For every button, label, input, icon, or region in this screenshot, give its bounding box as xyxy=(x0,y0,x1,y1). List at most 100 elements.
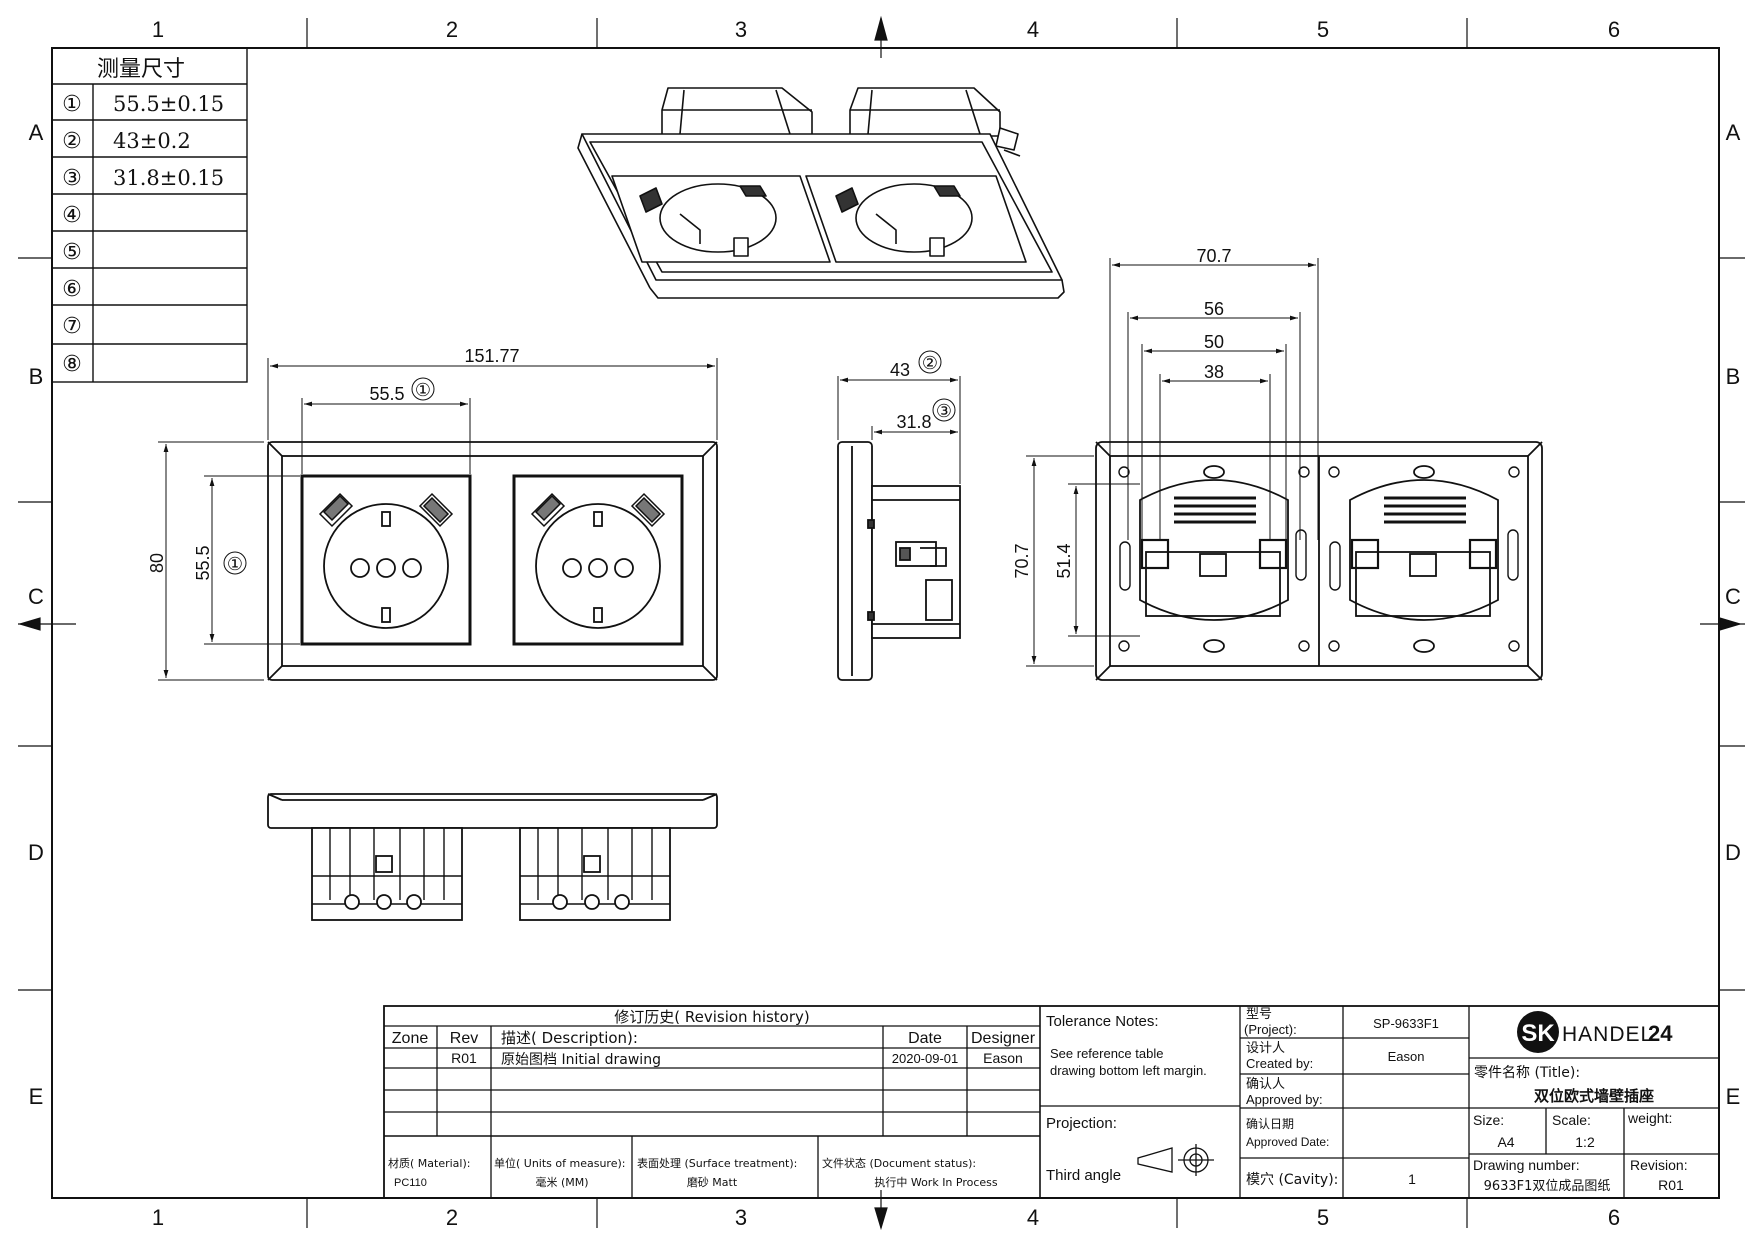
col-label: 5 xyxy=(1317,17,1329,42)
part-title-value: 双位欧式墙壁插座 xyxy=(1534,1087,1654,1105)
front-view xyxy=(267,441,718,681)
dim-label: 51.4 xyxy=(1054,543,1074,578)
dim-label: 50 xyxy=(1204,332,1224,352)
rev-header-rev: Rev xyxy=(450,1030,478,1047)
tolerance-notes: Tolerance Notes: See reference table dra… xyxy=(1046,1013,1207,1078)
col-label: 3 xyxy=(735,1205,747,1230)
tolerance-label: Tolerance Notes: xyxy=(1046,1013,1159,1030)
measure-num: ② xyxy=(62,129,82,154)
row-label: D xyxy=(1725,840,1741,865)
col-label: 2 xyxy=(446,1205,458,1230)
third-angle-icon xyxy=(1137,1144,1214,1176)
projection: Projection: Third angle xyxy=(1046,1115,1214,1184)
material-value: PC110 xyxy=(394,1177,427,1189)
tolerance-line2: drawing bottom left margin. xyxy=(1050,1063,1207,1078)
project-label-en: (Project): xyxy=(1244,1022,1297,1037)
front-view-dimensions xyxy=(158,358,718,681)
weight-label: weight: xyxy=(1627,1110,1672,1126)
bottom-view xyxy=(267,793,718,921)
col-label: 6 xyxy=(1608,1205,1620,1230)
measure-value: 55.5±0.15 xyxy=(113,92,224,116)
side-view-dim-text: 43 ② 31.8 ③ xyxy=(890,353,952,432)
scale-label: Scale: xyxy=(1552,1112,1591,1128)
row-label: E xyxy=(29,1084,44,1109)
tolerance-line1: See reference table xyxy=(1050,1046,1163,1061)
approved-label: 确认人 xyxy=(1246,1077,1285,1092)
zone-ticks xyxy=(17,15,1745,1231)
row-label: A xyxy=(29,120,44,145)
cavity-label: 模穴 (Cavity): xyxy=(1246,1172,1338,1188)
dim-label: 55.5 xyxy=(369,384,404,404)
row-label: D xyxy=(28,840,44,865)
projection-label: Projection: xyxy=(1046,1115,1117,1132)
dim-label: 56 xyxy=(1204,299,1224,319)
revision-value: R01 xyxy=(1658,1177,1684,1193)
surface-label: 表面处理 (Surface treatment): xyxy=(637,1156,797,1170)
isometric-view xyxy=(577,87,1065,299)
created-label: 设计人 xyxy=(1246,1041,1285,1056)
logo-text: HANDEL xyxy=(1562,1023,1653,1046)
ref-marker: ② xyxy=(922,353,938,374)
rev-row-designer: Eason xyxy=(983,1050,1023,1066)
size-value: A4 xyxy=(1497,1134,1514,1150)
dim-label: 43 xyxy=(890,360,910,380)
zone-labels: 1 2 3 4 5 6 1 2 3 4 5 6 A B C D E A B C … xyxy=(28,17,1741,1230)
measure-num: ⑧ xyxy=(62,352,82,377)
back-view-dimensions xyxy=(1026,258,1319,667)
dim-label: 151.77 xyxy=(464,346,519,366)
measure-value: 31.8±0.15 xyxy=(113,166,224,190)
rev-header-designer: Designer xyxy=(971,1030,1036,1047)
front-view-dim-text: 151.77 55.5 ① 80 55.5 ① xyxy=(147,346,520,581)
status-value: 执行中 Work In Process xyxy=(874,1175,998,1189)
footer-fields: 材质( Material): PC110 单位( Units of measur… xyxy=(388,1156,998,1189)
created-value: Eason xyxy=(1388,1049,1425,1064)
col-label: 5 xyxy=(1317,1205,1329,1230)
part-title-label: 零件名称 (Title): xyxy=(1474,1065,1580,1081)
project-label: 型号 xyxy=(1246,1007,1272,1022)
col-label: 4 xyxy=(1027,17,1039,42)
measure-value: 43±0.2 xyxy=(113,129,191,153)
ref-marker: ③ xyxy=(936,401,952,422)
rev-row-rev: R01 xyxy=(451,1050,477,1066)
dim-label: 55.5 xyxy=(193,545,213,580)
title-block: SK HANDEL 24 零件名称 (Title): 双位欧式墙壁插座 Size… xyxy=(1473,1011,1688,1194)
measure-num: ⑦ xyxy=(62,314,82,339)
rev-header-zone: Zone xyxy=(392,1030,429,1047)
rev-row-desc: 原始图档 Initial drawing xyxy=(501,1052,661,1068)
date-label-en: Approved Date: xyxy=(1246,1135,1329,1149)
revision-label: Revision: xyxy=(1630,1157,1688,1173)
logo-mark: SK xyxy=(1521,1020,1555,1047)
ref-marker: ① xyxy=(227,554,243,575)
measure-num: ⑥ xyxy=(62,277,82,302)
rev-header-desc: 描述( Description): xyxy=(501,1029,638,1047)
col-label: 2 xyxy=(446,17,458,42)
measure-num: ④ xyxy=(62,203,82,228)
title-block-lines xyxy=(383,1005,1720,1199)
row-label: B xyxy=(29,364,44,389)
company-logo: SK HANDEL 24 xyxy=(1517,1011,1673,1053)
size-label: Size: xyxy=(1473,1112,1504,1128)
back-view xyxy=(1095,441,1543,681)
col-label: 3 xyxy=(735,17,747,42)
units-label: 单位( Units of measure): xyxy=(494,1156,625,1170)
row-label: A xyxy=(1726,120,1741,145)
revision-title: 修订历史( Revision history) xyxy=(614,1008,810,1026)
measure-num: ① xyxy=(62,92,82,117)
measurement-table-title: 测量尺寸 xyxy=(97,57,185,82)
measurement-table: 测量尺寸 ① ② ③ ④ ⑤ ⑥ ⑦ ⑧ 55.5±0.15 43±0.2 31… xyxy=(51,47,248,383)
row-label: C xyxy=(28,584,44,609)
cavity-value: 1 xyxy=(1408,1171,1416,1187)
dim-label: 70.7 xyxy=(1196,246,1231,266)
back-view-dim-text: 70.7 56 50 38 70.7 51.4 xyxy=(1012,246,1232,579)
dim-label: 31.8 xyxy=(896,412,931,432)
dim-label: 70.7 xyxy=(1012,543,1032,578)
projection-value: Third angle xyxy=(1046,1167,1121,1184)
project-value: SP-9633F1 xyxy=(1373,1016,1439,1031)
surface-value: 磨砂 Matt xyxy=(687,1176,738,1189)
material-label: 材质( Material): xyxy=(388,1156,470,1170)
drawing-number-value: 9633F1双位成品图纸 xyxy=(1484,1179,1611,1194)
dim-label: 38 xyxy=(1204,362,1224,382)
logo-number: 24 xyxy=(1648,1021,1673,1046)
approved-label-en: Approved by: xyxy=(1246,1092,1323,1107)
scale-value: 1:2 xyxy=(1575,1134,1595,1150)
